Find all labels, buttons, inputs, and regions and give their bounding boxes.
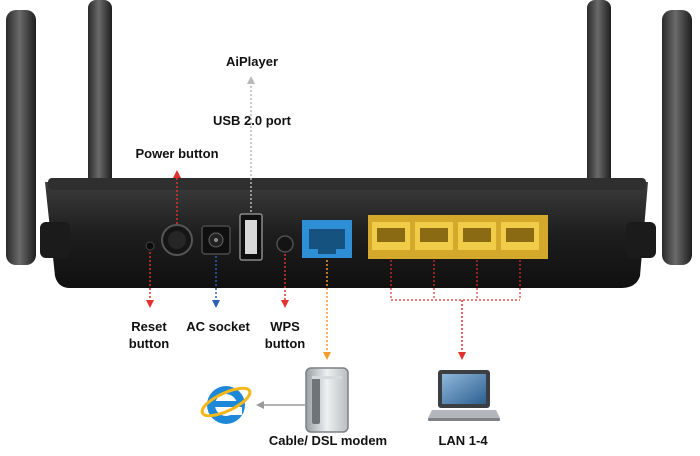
antenna-left-outer (6, 10, 36, 265)
antenna-right-outer (662, 10, 692, 265)
laptop-icon (428, 370, 500, 421)
wps-callout-line (281, 254, 289, 308)
usb-port-label: USB 2.0 port (212, 113, 291, 128)
reset-callout-line (146, 252, 154, 308)
ac-socket-label: AC socket (186, 319, 250, 334)
wan-callout-line (323, 260, 331, 360)
usb-port (239, 213, 263, 261)
internet-explorer-icon (200, 386, 252, 424)
modem-to-internet-line (256, 401, 305, 409)
wps-button-label-line2: button (264, 336, 306, 351)
ac-callout-line (212, 256, 220, 308)
reset-button-label-line2: button (128, 336, 170, 351)
usb-callout-line (247, 76, 255, 212)
reset-button-label: Reset button (116, 318, 182, 352)
aiplayer-label: AiPlayer (225, 54, 279, 69)
reset-button-label-line1: Reset (131, 319, 167, 334)
wps-button[interactable] (276, 235, 294, 253)
reset-button[interactable] (145, 241, 155, 251)
power-callout-line (173, 170, 181, 224)
wan-port (302, 220, 352, 258)
lan-label: LAN 1-4 (438, 433, 488, 448)
wps-button-label: WPS button (256, 318, 314, 352)
ac-socket (201, 225, 231, 255)
modem-icon (305, 367, 349, 433)
modem-label: Cable/ DSL modem (268, 433, 388, 448)
lan-callout-lines (390, 260, 521, 360)
lan-ports (368, 215, 548, 259)
power-button[interactable] (161, 224, 193, 256)
power-button-label: Power button (135, 146, 219, 161)
wps-button-label-line1: WPS (270, 319, 300, 334)
